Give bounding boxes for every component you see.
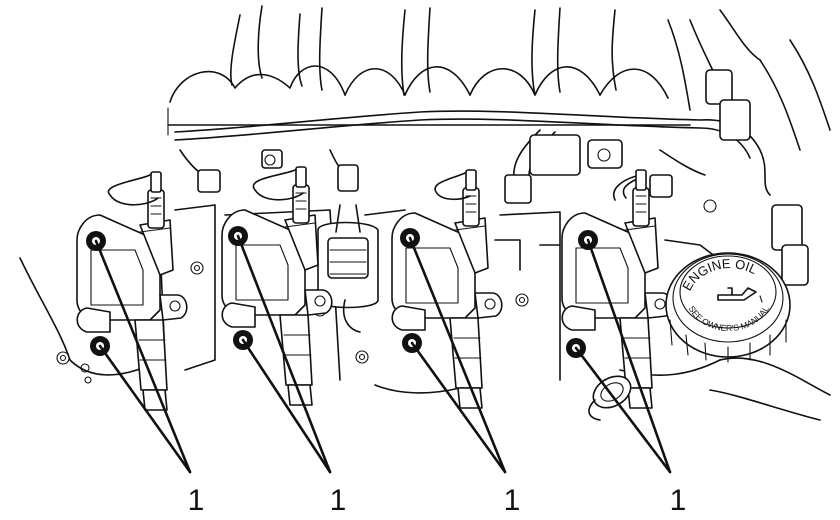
callout-label-4: 1: [670, 484, 687, 517]
callout-label-2: 1: [330, 484, 347, 517]
callout-label-3: 1: [504, 484, 521, 517]
intake-manifold: [167, 5, 831, 151]
coil-harness-connector: [317, 204, 379, 333]
ignition-coil-2: [221, 166, 333, 406]
leader-lines: [94, 234, 672, 474]
ignition-coil-3: [391, 169, 503, 409]
ignition-coil-4: [561, 169, 673, 409]
harness-connectors: [197, 69, 809, 286]
ignition-coil-1: [76, 171, 188, 411]
callout-label-1: 1: [188, 484, 205, 517]
oil-filler-cap: ENGINE OIL SEE OWNER'S MANUAL: [665, 252, 791, 363]
oil-can-icon: [717, 287, 757, 301]
